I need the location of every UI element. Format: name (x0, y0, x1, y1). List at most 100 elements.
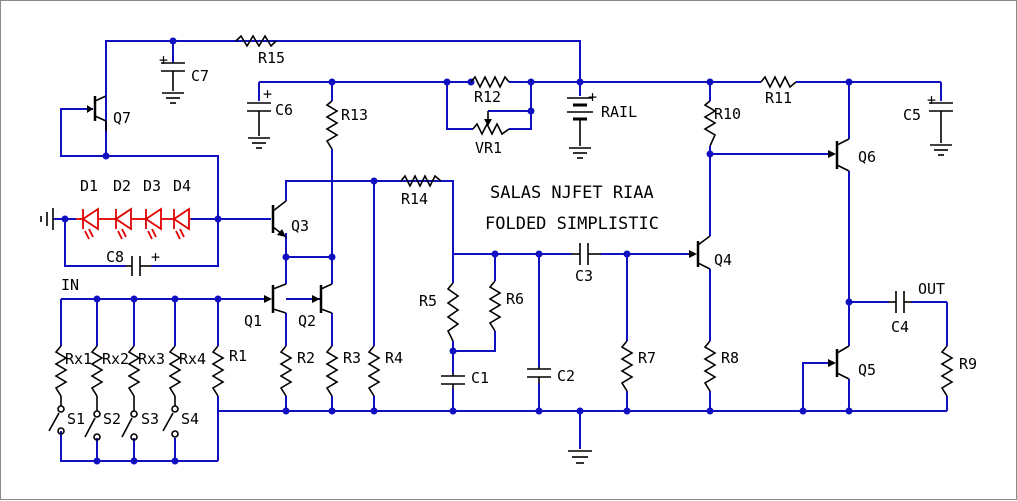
resistor-r13 (325, 100, 339, 150)
label-q3: Q3 (291, 217, 309, 235)
label-q2: Q2 (298, 312, 316, 330)
transistor-q6 (828, 138, 850, 172)
label-s4: S4 (181, 410, 199, 428)
label-rx4: Rx4 (179, 350, 206, 368)
resistor-r15 (235, 34, 277, 48)
capacitor-c3 (571, 243, 601, 265)
transistor-q2 (312, 283, 333, 314)
capacitor-c4 (889, 291, 911, 313)
label-c5: C5 (903, 106, 921, 124)
label-q5: Q5 (858, 361, 876, 379)
label-c8-plus: + (151, 248, 160, 266)
label-q1: Q1 (244, 312, 262, 330)
label-r9: R9 (959, 355, 977, 373)
label-r3: R3 (343, 349, 361, 367)
label-s2: S2 (103, 410, 121, 428)
led-d3 (138, 207, 167, 240)
capacitor-c6 (247, 102, 271, 136)
label-r1: R1 (229, 347, 247, 365)
ground-rail (569, 147, 591, 159)
label-r8: R8 (721, 349, 739, 367)
label-d1: D1 (80, 177, 98, 195)
resistor-r6 (488, 280, 502, 332)
switch-s3 (121, 396, 138, 441)
label-out: OUT (918, 280, 945, 298)
ground-c5 (930, 144, 952, 156)
label-rail: RAIL (601, 103, 637, 121)
label-c5-plus: + (927, 91, 936, 109)
capacitor-c1 (441, 373, 465, 389)
potentiometer-vr1 (472, 122, 510, 136)
label-q7: Q7 (113, 109, 131, 127)
capacitor-c2 (527, 367, 551, 383)
resistor-r2 (279, 345, 293, 397)
title-line-1: SALAS NJFET RIAA (490, 183, 654, 203)
label-in: IN (61, 276, 79, 294)
label-r10: R10 (714, 105, 741, 123)
label-r2: R2 (297, 349, 315, 367)
resistor-rx2 (90, 345, 104, 397)
switch-s1 (48, 396, 65, 435)
label-s1: S1 (67, 410, 85, 428)
label-s3: S3 (141, 410, 159, 428)
label-c2: C2 (557, 367, 575, 385)
resistor-r14 (400, 174, 442, 188)
label-q4: Q4 (714, 251, 732, 269)
label-c7-plus: + (159, 51, 168, 69)
label-r7: R7 (638, 349, 656, 367)
resistors (54, 34, 954, 397)
ground-main (568, 450, 592, 464)
label-r14: R14 (401, 190, 428, 208)
led-d1 (76, 207, 105, 240)
label-rx2: Rx2 (102, 350, 129, 368)
label-c8: C8 (106, 248, 124, 266)
label-r13: R13 (341, 106, 368, 124)
transistors (87, 95, 850, 380)
led-string (76, 207, 191, 240)
label-q6: Q6 (858, 148, 876, 166)
resistor-r10 (703, 100, 717, 147)
resistor-r8 (703, 340, 717, 392)
ground-symbols (40, 92, 952, 464)
resistor-r5 (446, 282, 460, 342)
label-r4: R4 (385, 349, 403, 367)
label-c7: C7 (191, 67, 209, 85)
label-rx1: Rx1 (65, 350, 92, 368)
switch-s4 (162, 396, 179, 438)
capacitor-c7 (161, 62, 185, 91)
label-c1: C1 (471, 369, 489, 387)
resistor-rx3 (127, 345, 141, 397)
transistor-q4 (689, 235, 711, 270)
resistor-r12 (470, 75, 510, 89)
resistor-rx1 (54, 345, 68, 397)
label-c4: C4 (891, 318, 909, 336)
label-rail-plus: + (588, 88, 597, 106)
resistor-rx4 (168, 345, 182, 397)
resistor-r4 (367, 345, 381, 397)
label-rx3: Rx3 (138, 350, 165, 368)
ground-c6 (248, 137, 270, 149)
resistor-r11 (760, 75, 797, 89)
capacitor-c5 (929, 102, 953, 143)
label-r15: R15 (258, 49, 285, 67)
switches (48, 396, 179, 441)
label-d2: D2 (113, 177, 131, 195)
resistor-r3 (325, 345, 339, 397)
transistor-q7 (87, 95, 107, 131)
label-c6-plus: + (263, 85, 272, 103)
ground-diodes (40, 208, 54, 230)
ground-c7 (162, 92, 184, 104)
transistor-q3 (271, 200, 287, 238)
resistor-r9 (940, 345, 954, 397)
transistor-q5 (828, 345, 850, 380)
resistor-r1 (211, 345, 225, 397)
component-labels: SALAS NJFET RIAA FOLDED SIMPLISTIC R15 C… (61, 49, 977, 428)
junction-dots (61, 37, 853, 465)
label-d3: D3 (143, 177, 161, 195)
label-r6: R6 (506, 290, 524, 308)
led-d4 (167, 207, 191, 240)
title-line-2: FOLDED SIMPLISTIC (485, 214, 659, 234)
label-vr1: VR1 (475, 139, 502, 157)
